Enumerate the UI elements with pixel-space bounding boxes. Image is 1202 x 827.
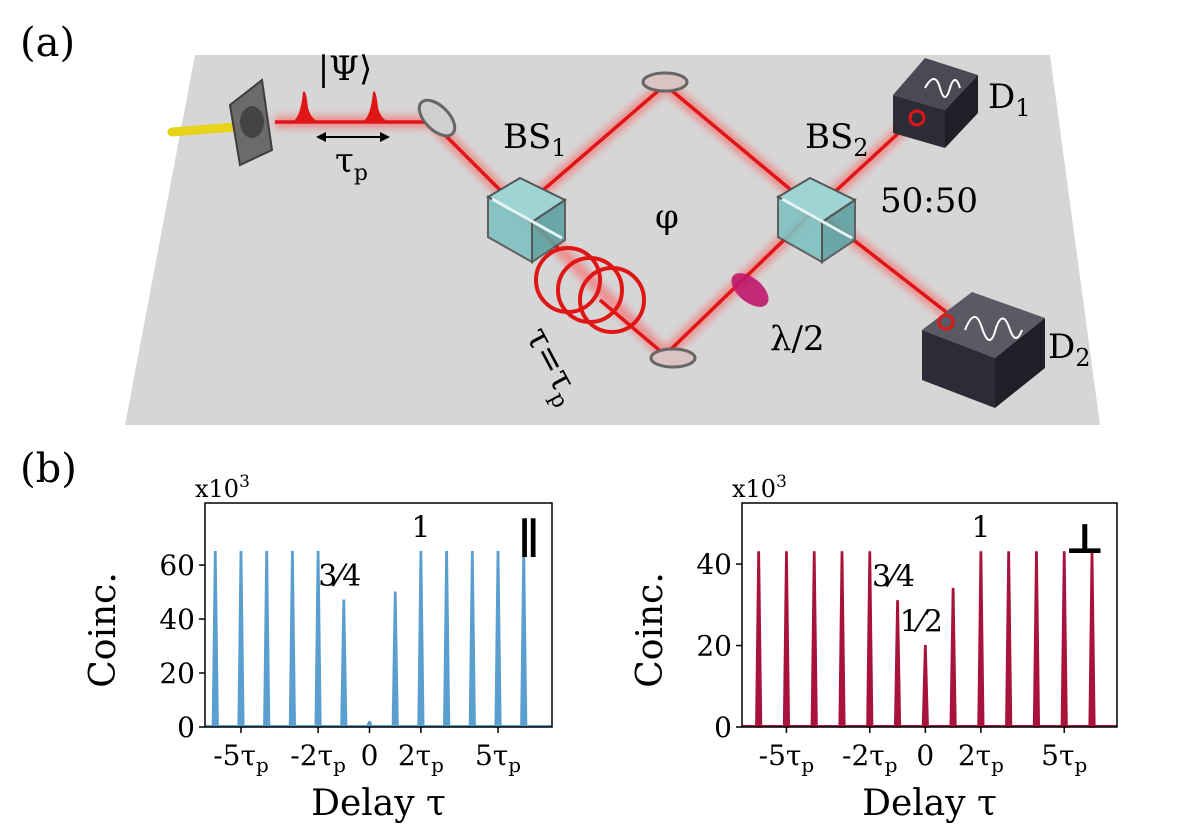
x-axis-title: Delay τ [311,783,446,824]
bottom-mirror [649,347,697,369]
x-tick-label: -2τp [290,739,346,777]
coincidence-peak [494,550,502,728]
x-axis-title: Delay τ [862,783,997,824]
arrow-head-right [380,132,390,142]
x-tick-label: 2τp [958,739,1004,777]
coincidence-peak [340,599,348,728]
y-tick-label: 0 [714,711,732,744]
coincidence-peak [810,551,818,728]
top-mirror [641,71,689,93]
coincidence-peak [365,721,374,728]
y-tick-label: 0 [177,711,195,744]
x-tick-label: -2τp [842,739,898,777]
coincidence-peak [417,550,425,728]
coincidence-peak [1005,551,1013,728]
panel-b-label: (b) [20,446,77,492]
coincidence-peak [1060,551,1068,728]
arrow-head-left [316,132,326,142]
source-aperture [240,106,264,138]
input-fiber [167,122,240,137]
peak-annotation: 1⁄2 [900,604,943,639]
pulse-separation-label: τp [335,141,368,186]
y-tick-label: 60 [159,549,195,582]
fiber-delay-coil [534,246,646,334]
coincidence-peak [520,550,528,728]
coincidence-peak [263,550,271,728]
coincidence-peak [211,550,219,728]
detector-d1 [893,58,978,148]
y-tick-label: 40 [696,548,732,581]
coincidence-peak [1088,551,1096,728]
coincidence-peak [288,550,297,728]
y-tick-label: 20 [159,657,195,690]
beam-splitter-2 [776,176,858,264]
d1-label: D1 [988,77,1031,122]
coincidence-peak [755,551,763,728]
coincidence-peak [977,551,985,728]
y-axis-title: Coinc. [83,572,124,688]
coincidence-peak [1032,551,1041,728]
polarization-symbol: ⊥ [1065,514,1105,563]
waveplate-label: λ/2 [770,319,825,359]
x-tick-label: 5τp [475,739,521,777]
x-tick-label: 0 [916,739,934,772]
bs2-label: BS2 [805,117,869,162]
pulse-1 [290,91,322,122]
x-tick-label: 0 [361,739,379,772]
coincidence-peak [391,591,399,728]
y-tick-label: 20 [696,630,732,663]
pulse-2 [360,91,392,122]
plot-frame [204,502,553,728]
x-tick-label: -5τp [759,739,815,777]
y-multiplier: x103 [732,472,787,503]
x-tick-label: 5τp [1041,739,1087,777]
detector-d2 [922,292,1045,408]
coincidence-peak [468,550,476,728]
y-tick-label: 40 [159,603,195,636]
peak-annotation: 1 [411,510,430,545]
polarization-symbol: ∥ [518,514,540,563]
peak-annotation: 3⁄4 [872,560,915,595]
plot-frame [741,502,1118,728]
y-multiplier: x103 [195,472,250,503]
coincidence-peak [443,550,451,728]
split-ratio-label: 50:50 [880,181,978,221]
coincidence-peak [838,551,846,728]
input-mirror [417,98,457,138]
coincidence-peak [782,551,791,728]
x-tick-label: 2τp [398,739,444,777]
phase-label: φ [655,197,679,237]
coincidence-peak [237,550,245,728]
panel-a-label: (a) [20,20,75,66]
coincidence-peak [921,644,929,728]
peak-annotation: 1 [971,511,990,546]
state-label: |Ψ⟩ [318,49,373,89]
coincidence-peak [949,587,957,728]
x-tick-label: -5τp [213,739,269,777]
peak-annotation: 3⁄4 [318,559,361,594]
beam-splitter-1 [486,176,568,264]
bs1-label: BS1 [503,117,567,162]
half-wave-plate [731,273,769,307]
d2-label: D2 [1048,327,1091,372]
y-axis-title: Coinc. [630,572,671,688]
optical-table [125,55,1100,425]
